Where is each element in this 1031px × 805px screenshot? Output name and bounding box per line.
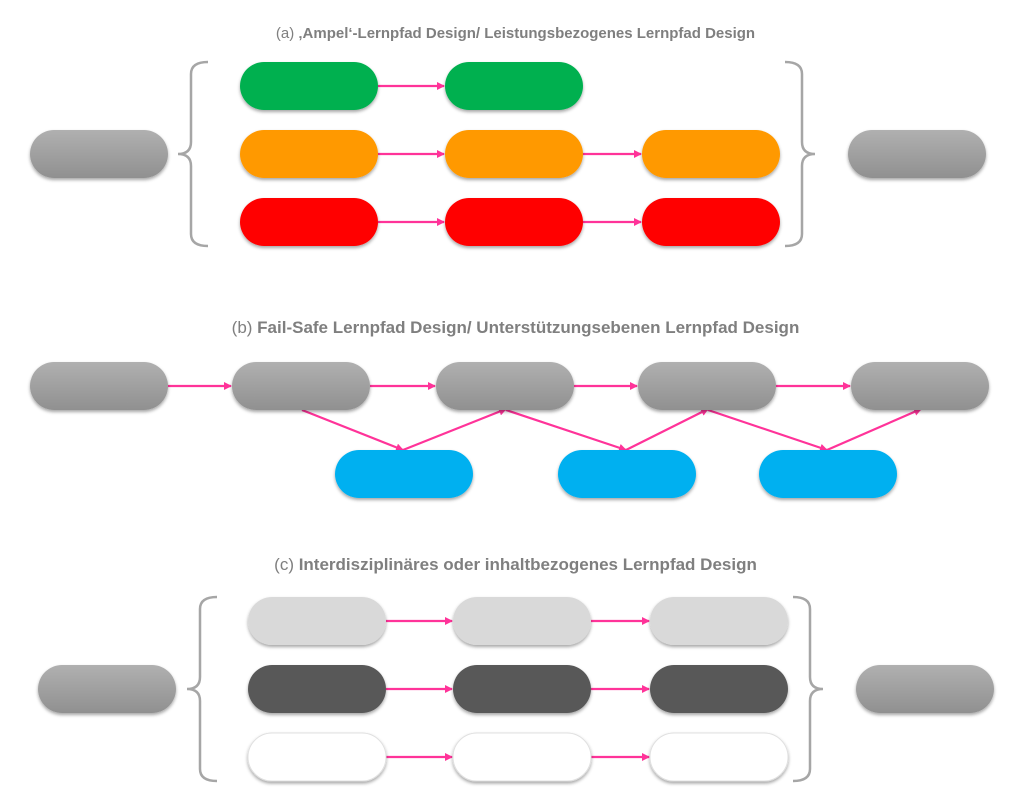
section-a-orange-node xyxy=(240,130,378,178)
section-c-dark-gray-node xyxy=(650,665,788,713)
section-a-orange-node xyxy=(642,130,780,178)
section-a-title: (a) ‚Ampel‘-Lernpfad Design/ Leistungsbe… xyxy=(0,25,1031,42)
section-c-light-gray-node xyxy=(453,597,591,645)
section-a-orange-node xyxy=(445,130,583,178)
section-c-title: (c) Interdisziplinäres oder inhaltbezoge… xyxy=(0,555,1031,575)
section-b-title: (b) Fail-Safe Lernpfad Design/ Unterstüt… xyxy=(0,318,1031,338)
section-b-main-node xyxy=(851,362,989,410)
section-b-main-node xyxy=(30,362,168,410)
section-c-dark-gray-node xyxy=(453,665,591,713)
section-b-support-node xyxy=(335,450,473,498)
section-b-main-node xyxy=(436,362,574,410)
section-c-prefix: (c) xyxy=(274,555,299,574)
section-a-title-text: ‚Ampel‘-Lernpfad Design/ Leistungsbezoge… xyxy=(298,25,756,42)
section-a-right-brace xyxy=(784,60,816,248)
section-c-white-node xyxy=(649,732,789,782)
section-a-green-node xyxy=(445,62,583,110)
section-a-prefix: (a) xyxy=(275,25,299,42)
section-b-prefix: (b) xyxy=(231,318,258,337)
section-c-end-node xyxy=(856,665,994,713)
section-a-red-node xyxy=(445,198,583,246)
section-b-title-text: Fail-Safe Lernpfad Design/ Unterstützung… xyxy=(257,318,800,337)
section-b-up-arrow xyxy=(826,407,922,452)
section-b-up-arrow xyxy=(625,408,709,451)
section-b-up-arrow xyxy=(402,407,507,452)
section-c-title-text: Interdisziplinäres oder inhaltbezogenes … xyxy=(298,555,757,574)
section-b-down-arrow xyxy=(505,408,627,452)
section-a-red-node xyxy=(240,198,378,246)
section-c-right-brace xyxy=(792,595,824,783)
section-a-left-brace xyxy=(177,60,209,248)
section-b-support-node xyxy=(558,450,696,498)
section-c-white-node xyxy=(452,732,592,782)
section-c-dark-gray-node xyxy=(248,665,386,713)
section-c-light-gray-node xyxy=(248,597,386,645)
section-b-main-node xyxy=(638,362,776,410)
section-b-main-node xyxy=(232,362,370,410)
section-c-light-gray-node xyxy=(650,597,788,645)
section-a-end-node xyxy=(848,130,986,178)
section-b-down-arrow xyxy=(301,408,404,452)
section-c-white-node xyxy=(247,732,387,782)
section-a-red-node xyxy=(642,198,780,246)
section-a-green-node xyxy=(240,62,378,110)
section-c-start-node xyxy=(38,665,176,713)
section-b-down-arrow xyxy=(707,408,828,452)
section-a-start-node xyxy=(30,130,168,178)
section-b-support-node xyxy=(759,450,897,498)
section-c-left-brace xyxy=(186,595,218,783)
